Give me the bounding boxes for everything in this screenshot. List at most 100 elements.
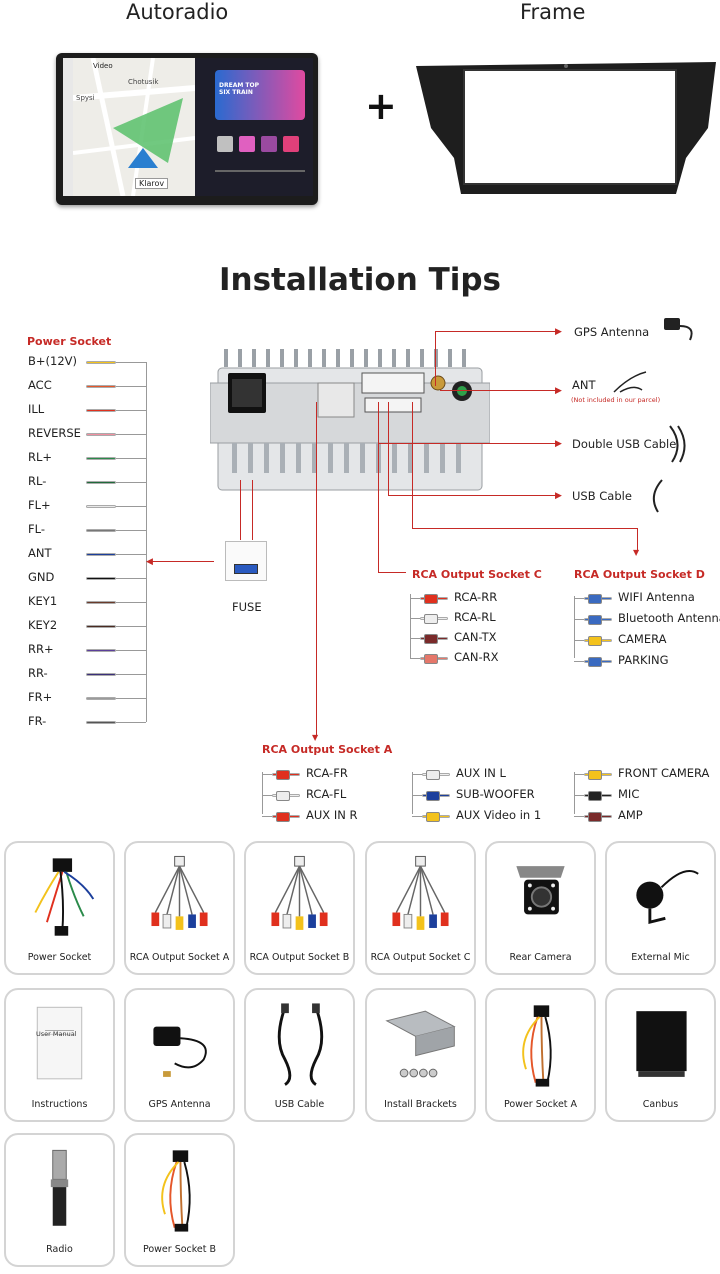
banner-text: SIX TRAIN — [219, 89, 253, 96]
socket-lead — [262, 816, 272, 817]
banner-text: DREAM TOP — [219, 82, 259, 89]
socket-d-heading: RCA Output Socket D — [574, 568, 705, 581]
rca-cable-icon — [136, 853, 223, 943]
power-wire-lead — [116, 722, 146, 723]
socket-lead — [574, 598, 584, 599]
usb-cable-icon — [664, 424, 690, 468]
screen-topbar-title: Video — [93, 62, 113, 70]
product-label: Canbus — [642, 1099, 679, 1110]
radio-unit-image: Chotusik Spysi Klarov Video DREAM TOP SI… — [56, 53, 318, 205]
power-socket-heading: Power Socket — [27, 335, 112, 348]
map-label: Spysi — [76, 94, 95, 102]
power-wire — [86, 673, 116, 676]
power-wire-label: B+(12V) — [28, 354, 77, 368]
power-wire-label: KEY1 — [28, 594, 58, 608]
socket-item-label: CAN-RX — [454, 650, 499, 664]
power-wire-lead — [116, 386, 146, 387]
product-label: Install Brackets — [384, 1099, 457, 1110]
socket-plug — [424, 594, 438, 604]
socket-item-label: AMP — [618, 808, 643, 822]
map-label: Chotusik — [128, 78, 159, 86]
power-wire — [86, 721, 116, 724]
power-wire — [86, 409, 116, 412]
power-wire-lead — [116, 434, 146, 435]
power-wire — [86, 361, 116, 364]
product-card: USB Cable — [244, 988, 355, 1122]
socket-item-label: RCA-RL — [454, 610, 496, 624]
socket-plug — [588, 636, 602, 646]
power-wire-label: FL- — [28, 522, 45, 536]
socket-lead — [574, 816, 584, 817]
product-card: RCA Output Socket A — [124, 841, 235, 975]
rca-cable-icon — [377, 853, 464, 943]
power-wire-label: FR- — [28, 714, 47, 728]
socket-lead — [262, 774, 272, 775]
fuse-box — [225, 541, 267, 581]
frame-image — [416, 58, 719, 196]
product-card: Rear Camera — [485, 841, 596, 975]
socket-lead — [410, 618, 420, 619]
socket-plug — [426, 791, 440, 801]
head-unit-back-panel — [209, 343, 491, 491]
socket-a-heading: RCA Output Socket A — [262, 743, 393, 756]
socket-plug — [424, 634, 438, 644]
product-label: Radio — [46, 1244, 73, 1255]
product-label: Power Socket A — [503, 1099, 578, 1110]
socket-plug — [276, 812, 290, 822]
socket-item-label: PARKING — [618, 653, 669, 667]
bracket-icon — [377, 1000, 464, 1090]
manual-title: User Manual — [36, 1030, 77, 1038]
power-wire-lead — [116, 650, 146, 651]
ant-label: ANT — [572, 378, 596, 392]
socket-plug — [276, 770, 290, 780]
product-card: Install Brackets — [365, 988, 476, 1122]
product-label: USB Cable — [274, 1099, 325, 1110]
socket-plug — [588, 657, 602, 667]
power-wire — [86, 697, 116, 700]
ant-note: (Not included in our parcel) — [571, 396, 661, 404]
socket-item-label: AUX IN R — [306, 808, 358, 822]
socket-plug — [276, 791, 290, 801]
power-wire — [86, 505, 116, 508]
power-wire-lead — [116, 458, 146, 459]
power-wire-lead — [116, 530, 146, 531]
gps-antenna-icon — [660, 312, 700, 350]
power-wire-lead — [116, 362, 146, 363]
power-wire — [86, 553, 116, 556]
socket-lead — [262, 795, 272, 796]
socket-item-label: SUB-WOOFER — [456, 787, 535, 801]
socket-plug — [426, 770, 440, 780]
product-card: Power Socket — [4, 841, 115, 975]
socket-plug — [424, 654, 438, 664]
socket-plug — [588, 770, 602, 780]
socket-lead — [410, 638, 420, 639]
socket-plug — [588, 791, 602, 801]
usb-cable-icon — [256, 1000, 343, 1090]
power-wire — [86, 529, 116, 532]
product-card: RCA Output Socket C — [365, 841, 476, 975]
socket-item-label: FRONT CAMERA — [618, 766, 710, 780]
power-wire-lead — [116, 554, 146, 555]
power-socket-icon — [16, 853, 103, 943]
product-label: Rear Camera — [509, 952, 572, 963]
power-wire — [86, 601, 116, 604]
gps-antenna-label: GPS Antenna — [574, 325, 650, 339]
socket-item-label: CAMERA — [618, 632, 667, 646]
socket-item-label: Bluetooth Antenna — [618, 611, 720, 625]
power-wire-label: RL+ — [28, 450, 53, 464]
autoradio-heading: Autoradio — [126, 0, 229, 24]
socket-item-label: RCA-FR — [306, 766, 348, 780]
product-label: Power Socket — [27, 952, 92, 963]
product-card: Radio — [4, 1133, 115, 1267]
manual-icon — [16, 1000, 103, 1090]
power-wire — [86, 433, 116, 436]
product-label: RCA Output Socket B — [249, 952, 350, 963]
power-wire-lead — [116, 410, 146, 411]
socket-plug — [426, 812, 440, 822]
microphone-icon — [617, 853, 704, 943]
power-wire-lead — [116, 602, 146, 603]
socket-lead — [574, 774, 584, 775]
radio-adapter-icon — [16, 1145, 103, 1235]
product-label: External Mic — [631, 952, 690, 963]
socket-lead — [410, 658, 420, 659]
